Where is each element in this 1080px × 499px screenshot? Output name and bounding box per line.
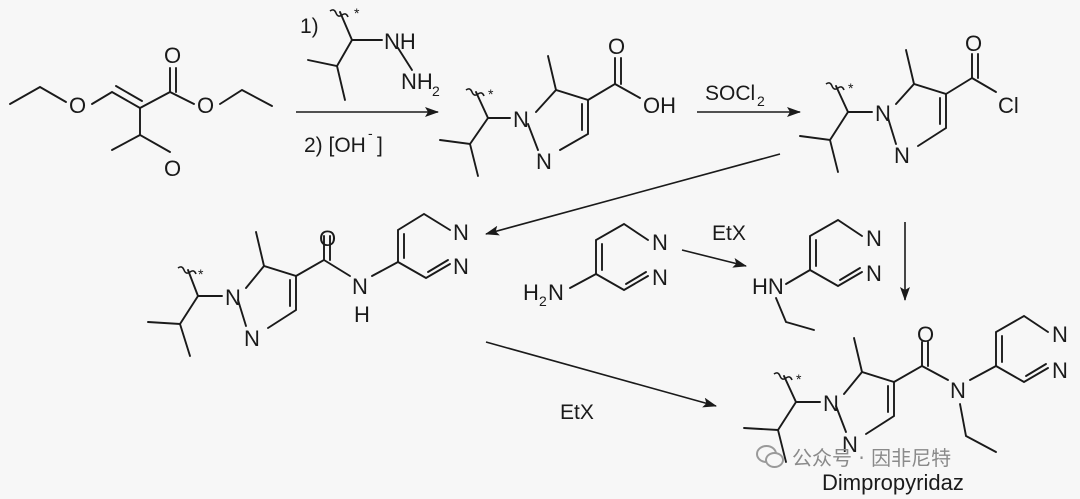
atom-N-amide: N bbox=[950, 378, 966, 403]
atom-O: O bbox=[164, 156, 181, 181]
watermark-text: 公众号 · 因非尼特 bbox=[792, 445, 952, 470]
atom-N-ring: N bbox=[453, 220, 469, 245]
pyrazole-carboxylic-acid: * N N O OH bbox=[439, 34, 676, 177]
atom-HN: HN bbox=[752, 274, 784, 299]
chiral-star: * bbox=[796, 371, 802, 387]
atom-O: O bbox=[164, 43, 181, 68]
chiral-star: * bbox=[198, 266, 204, 282]
atom-H: H bbox=[354, 302, 370, 327]
atom-NH2: NH bbox=[401, 69, 433, 94]
atom-Cl: Cl bbox=[998, 93, 1019, 118]
atom-N1: N bbox=[823, 391, 839, 416]
ethylaminopyridazine: HN N N bbox=[752, 218, 882, 331]
h2n-subscript: 2 bbox=[539, 293, 547, 309]
atom-N2: N bbox=[842, 432, 858, 457]
etx-reagent-bottom: EtX bbox=[560, 401, 594, 424]
atom-N2: N bbox=[536, 149, 552, 174]
watermark: 公众号 · 因非尼特 bbox=[756, 439, 951, 473]
chiral-star: * bbox=[848, 80, 854, 96]
atom-N2: N bbox=[894, 143, 910, 168]
chiral-star: * bbox=[354, 5, 360, 21]
reaction-arrow-3 bbox=[485, 153, 781, 236]
atom-N-ring: N bbox=[866, 226, 882, 251]
atom-N1: N bbox=[513, 107, 529, 132]
reaction-arrow-4 bbox=[681, 249, 747, 268]
step1-number: 1) bbox=[300, 15, 319, 38]
reaction-arrow-6 bbox=[485, 341, 717, 408]
atom-N1: N bbox=[225, 285, 241, 310]
atom-O: O bbox=[197, 93, 214, 118]
atom-N-ring: N bbox=[652, 265, 668, 290]
pyridazinyl-amide: * N N O N H N N bbox=[147, 212, 469, 357]
atom-N-ring: N bbox=[1052, 322, 1068, 347]
atom-O: O bbox=[69, 93, 86, 118]
hydroxide-charge: - bbox=[368, 125, 373, 141]
chiral-star: * bbox=[488, 86, 494, 102]
atom-H2N-N: N bbox=[548, 280, 564, 305]
atom-N2: N bbox=[244, 326, 260, 351]
atom-O: O bbox=[917, 322, 934, 347]
step2-bracket: ] bbox=[377, 134, 383, 157]
atom-O: O bbox=[965, 31, 982, 56]
atom-N-ring: N bbox=[1052, 358, 1068, 383]
atom-N-ring: N bbox=[866, 261, 882, 286]
atom-N-ring: N bbox=[652, 230, 668, 255]
hydrazine-reagent: 1) * NH NH 2 bbox=[300, 5, 440, 101]
wechat-icon bbox=[756, 443, 786, 469]
acid-chloride: * N N O Cl bbox=[799, 31, 1019, 173]
dimpropyridaz-structure: * N N O N N N bbox=[743, 314, 1068, 463]
atom-O: O bbox=[319, 226, 336, 251]
compound-label: Dimpropyridaz bbox=[822, 470, 964, 495]
step2-condition: 2) [OH bbox=[304, 134, 366, 157]
atom-OH: OH bbox=[643, 93, 676, 118]
socl2-reagent: SOCl bbox=[705, 82, 755, 105]
atom-N-amide: N bbox=[352, 274, 368, 299]
etx-reagent-top: EtX bbox=[712, 222, 746, 245]
atom-N1: N bbox=[875, 101, 891, 126]
atom-NH: NH bbox=[384, 29, 416, 54]
atom-H2N-H: H bbox=[523, 280, 539, 305]
starting-material: O O O O bbox=[9, 43, 273, 181]
nh2-subscript: 2 bbox=[432, 83, 440, 99]
atom-N-ring: N bbox=[453, 254, 469, 279]
aminopyridazine: H 2 N N N bbox=[523, 222, 668, 309]
atom-O: O bbox=[608, 34, 625, 59]
socl2-subscript: 2 bbox=[757, 93, 765, 109]
